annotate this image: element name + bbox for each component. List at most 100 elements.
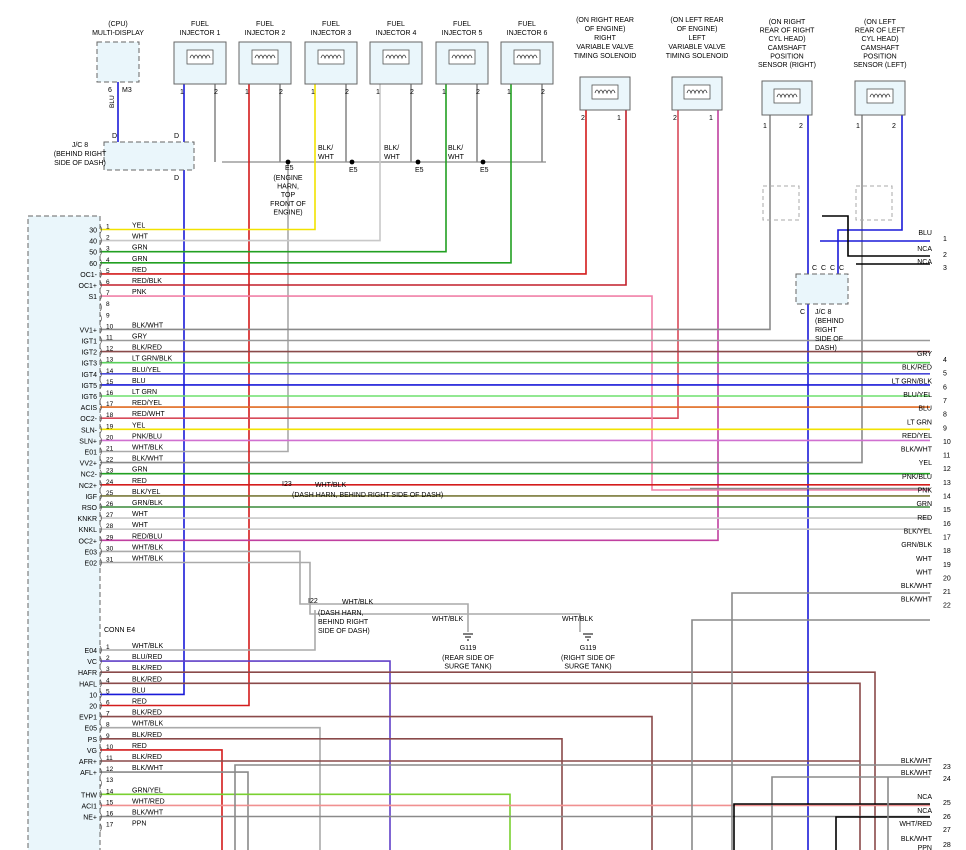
cam-label: POSITION (863, 53, 896, 60)
right-term-number: 19 (943, 562, 951, 569)
jc8-pin: C (821, 265, 826, 272)
cpu-conn: M3 (122, 87, 132, 94)
wire-cam-l-blkwht (100, 115, 863, 464)
pin-bracket (99, 656, 102, 666)
pin-bracket (99, 679, 102, 688)
right-wire-label: BLK/WHT (901, 758, 933, 765)
ground-note: (RIGHT SIDE OF (561, 655, 615, 662)
wire-hafl (100, 682, 861, 850)
ecm-pin-label: 12 (106, 766, 114, 773)
ecm-pin-label: 12 (106, 346, 114, 353)
ecm-pin-label: 6 (106, 700, 110, 707)
right-term-number: 17 (943, 534, 951, 541)
right-wire-label: WHT (916, 556, 933, 563)
ecm-pin-label: 11 (106, 335, 113, 342)
ecm-signal-label: HAFL (79, 681, 97, 688)
wire-color-label: BLK/WHT (132, 765, 164, 772)
components-layer (27, 41, 906, 850)
cam-label: (ON LEFT (864, 19, 897, 26)
junction-connector-jc8-left (103, 141, 195, 171)
pin-bracket (99, 513, 102, 523)
pin-bracket (99, 767, 102, 777)
right-wire-label: GRN/BLK (901, 542, 932, 549)
right-wire-label: PPN (918, 845, 932, 850)
ecm-pin-label: 14 (106, 368, 114, 375)
wire-color-label: WHT (132, 511, 149, 518)
fuel-injector-3-symbol (317, 49, 345, 65)
pin-bracket (99, 524, 102, 534)
wire-e05 (100, 726, 321, 850)
wire-color-label: BLU/RED (132, 654, 162, 661)
ecm-signal-label: E01 (85, 450, 98, 457)
cam-label: CYL HEAD) (768, 36, 805, 43)
right-wire-label: BLU (918, 230, 932, 237)
ecm-pin-label: 10 (106, 744, 114, 751)
pin-bracket (99, 823, 102, 832)
ecm-signal-label: S1 (88, 294, 97, 301)
cam-label: REAR OF LEFT (855, 28, 906, 35)
ecm-pin-label: 27 (106, 512, 114, 519)
ecm-pin-label: 3 (106, 666, 110, 673)
wire-color-label: RED/BLK (132, 278, 162, 285)
pin-bracket (99, 247, 102, 256)
pin-bracket (99, 325, 102, 334)
ecm-pin-label: 23 (106, 468, 114, 475)
bus-label: WHT (318, 154, 335, 161)
right-wire-label: NCA (917, 246, 932, 253)
vvt-solenoid-right-symbol (591, 84, 619, 100)
wire-color-label: RED (132, 743, 147, 750)
wire-color-label: WHT/BLK (132, 643, 163, 650)
right-term-number: 28 (943, 842, 951, 849)
fuel-injector-1-symbol-coil (189, 54, 211, 60)
jc8-pin: C (839, 265, 844, 272)
splice-e5 (415, 159, 421, 165)
conn-e4-label: CONN E4 (104, 627, 135, 634)
jc8-left-label: J/C 8 (72, 142, 88, 149)
right-wire-label: LT GRN (907, 419, 932, 426)
cpu-wire-label: BLU (109, 95, 116, 108)
vvt-label: (ON RIGHT REAR (576, 17, 634, 24)
injector-pin: 2 (345, 89, 349, 96)
wire-color-label: WHT/BLK (132, 544, 163, 551)
wire-vvt-l-redblu (100, 110, 719, 542)
vvt-label: OF ENGINE) (677, 26, 718, 33)
vvt-label: TIMING SOLENOID (574, 53, 637, 60)
ecm-pin-label: 19 (106, 423, 114, 430)
ecm-signal-label: SLN- (81, 427, 98, 434)
wire-color-label: BLK/YEL (132, 489, 161, 496)
e5-note: TOP (281, 192, 296, 199)
right-wire-label: BLK/YEL (904, 528, 933, 535)
ecm-pin-label: 31 (106, 557, 114, 564)
jc8-left-label: (BEHIND RIGHT (54, 151, 107, 158)
ecm-signal-label: AFR+ (79, 759, 97, 766)
right-wire-label: WHT (916, 569, 933, 576)
ecm-signal-label: IGT2 (81, 350, 97, 357)
cam-label: REAR OF RIGHT (760, 28, 816, 35)
vvt-label: VARIABLE VALVE (576, 44, 634, 51)
right-term-number: 15 (943, 507, 951, 514)
cam-label: CAMSHAFT (768, 45, 807, 52)
fuel-injector-4-symbol (382, 49, 410, 65)
fuel-injector-6-symbol (513, 49, 541, 65)
ecm-signal-label: 60 (89, 261, 97, 268)
ecm-signal-label: OC1+ (79, 283, 97, 290)
right-wire-label: BLU (918, 406, 932, 413)
cam-pin: 2 (799, 123, 803, 130)
cpu-pin: 6 (108, 87, 112, 94)
injector-label: FUEL (191, 21, 209, 28)
injector-pin: 2 (541, 89, 545, 96)
right-wire-label: LT GRN/BLK (892, 378, 933, 385)
wire-cam-l-blu (837, 115, 903, 274)
wire-right-25 (733, 803, 930, 850)
wire-color-label: WHT (132, 522, 149, 529)
ecm-box (27, 215, 101, 850)
wire-vvt-l-redwht (100, 110, 679, 420)
right-term-number: 6 (943, 384, 947, 391)
e5-note: ENGINE) (273, 209, 302, 216)
wire-color-label: BLK/RED (132, 345, 162, 352)
ecm-signal-label: SLN+ (79, 438, 97, 445)
right-term-number: 25 (943, 800, 951, 807)
ecm-pin-label: 8 (106, 722, 110, 729)
wire-right-26 (835, 816, 930, 850)
right-term-number: 18 (943, 548, 951, 555)
